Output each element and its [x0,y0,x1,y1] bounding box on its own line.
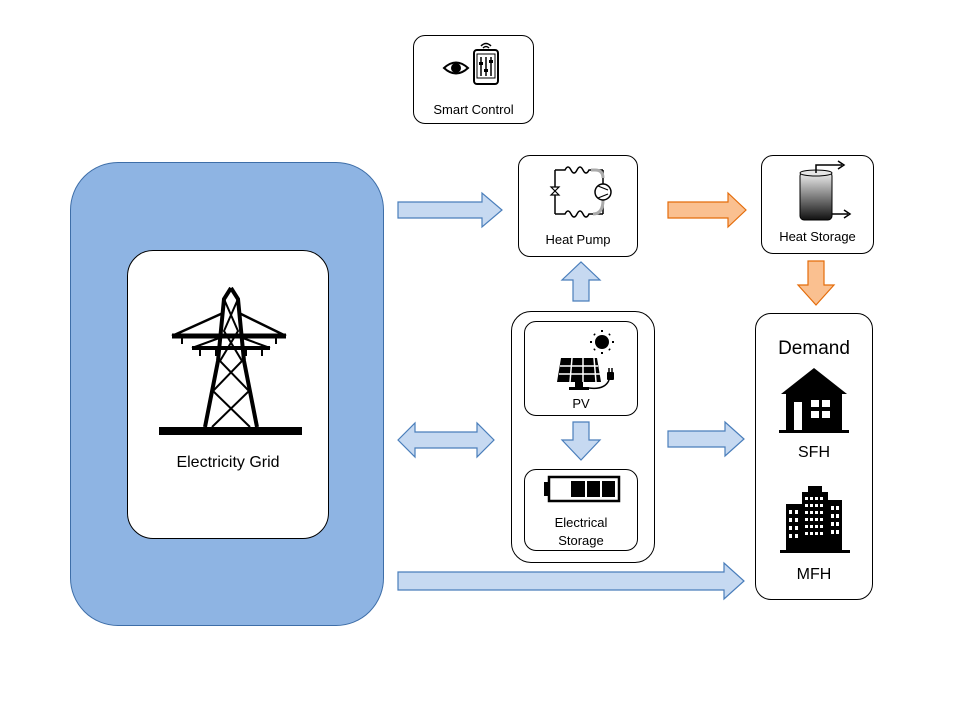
arrow-grid-to-demand [397,561,745,601]
arrow-grid-pv-bidirectional [397,421,495,459]
heat-storage-box: Heat Storage [761,155,874,254]
arrow-heat-pump-to-heat-storage [667,191,747,229]
smart-control-box: Smart Control [413,35,534,124]
sfh-label: SFH [798,444,830,461]
demand-box: Demand SFH [755,313,873,600]
heat-storage-label: Heat Storage [779,229,856,244]
smart-control-label: Smart Control [433,102,514,117]
electrical-storage-label-line2: Storage [558,533,604,548]
arrow-pv-to-heat-pump [560,261,602,302]
demand-title: Demand [778,338,850,359]
electricity-grid-label: Electricity Grid [176,454,280,471]
heat-pump-box: Heat Pump [518,155,638,257]
electrical-storage-box: Electrical Storage [524,469,638,551]
arrow-pv-storage-to-demand [667,420,745,458]
pv-box: PV [524,321,638,416]
electricity-grid-box: Electricity Grid [127,250,329,539]
arrow-grid-to-heat-pump [397,191,503,229]
electrical-storage-label-line1: Electrical [554,515,608,530]
pv-label: PV [572,396,590,411]
arrow-heat-storage-to-demand [796,260,836,306]
mfh-label: MFH [796,566,832,583]
power-pylon-icon [159,286,302,435]
heat-pump-label: Heat Pump [545,232,611,247]
